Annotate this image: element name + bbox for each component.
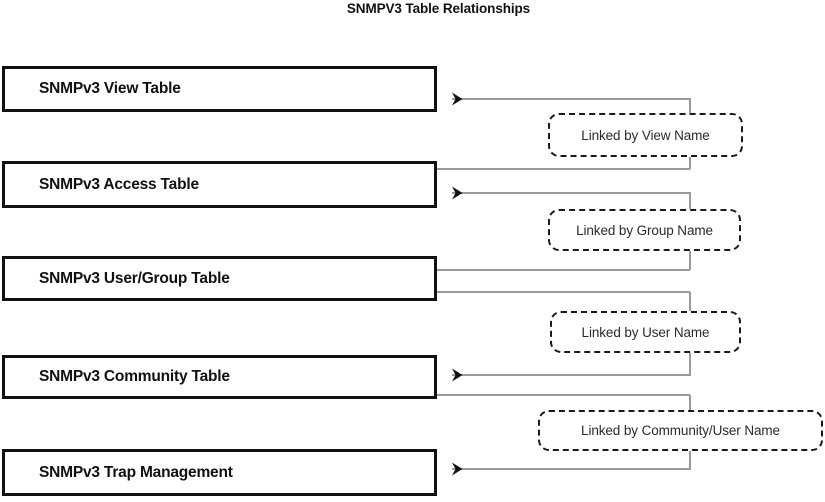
table-box-label: SNMPv3 Access Table: [39, 175, 199, 193]
table-box-label: SNMPv3 Community Table: [39, 368, 230, 385]
relationship-chip-user-name[interactable]: Linked by User Name: [550, 311, 741, 353]
relationship-chip-label: Linked by View Name: [581, 127, 710, 143]
table-box-community-table[interactable]: SNMPv3 Community Table: [2, 355, 437, 399]
table-box-label: SNMPv3 View Table: [39, 80, 181, 97]
table-box-view-table[interactable]: SNMPv3 View Table: [2, 66, 437, 112]
table-box-trap-management[interactable]: SNMPv3 Trap Management: [2, 449, 437, 496]
table-box-label: SNMPv3 User/Group Table: [39, 269, 230, 287]
relationship-chip-community-user-name[interactable]: Linked by Community/User Name: [538, 410, 823, 451]
table-box-label: SNMPv3 Trap Management: [39, 463, 233, 481]
relationship-chip-label: Linked by User Name: [581, 324, 710, 340]
page-title: SNMPV3 Table Relationships: [346, 1, 531, 16]
relationship-chip-label: Linked by Group Name: [576, 222, 713, 238]
relationship-chip-label: Linked by Community/User Name: [581, 423, 780, 438]
relationship-chip-view-name[interactable]: Linked by View Name: [548, 113, 743, 157]
relationship-chip-group-name[interactable]: Linked by Group Name: [548, 209, 741, 251]
table-box-user-group-table[interactable]: SNMPv3 User/Group Table: [2, 256, 437, 301]
table-box-access-table[interactable]: SNMPv3 Access Table: [2, 161, 437, 208]
